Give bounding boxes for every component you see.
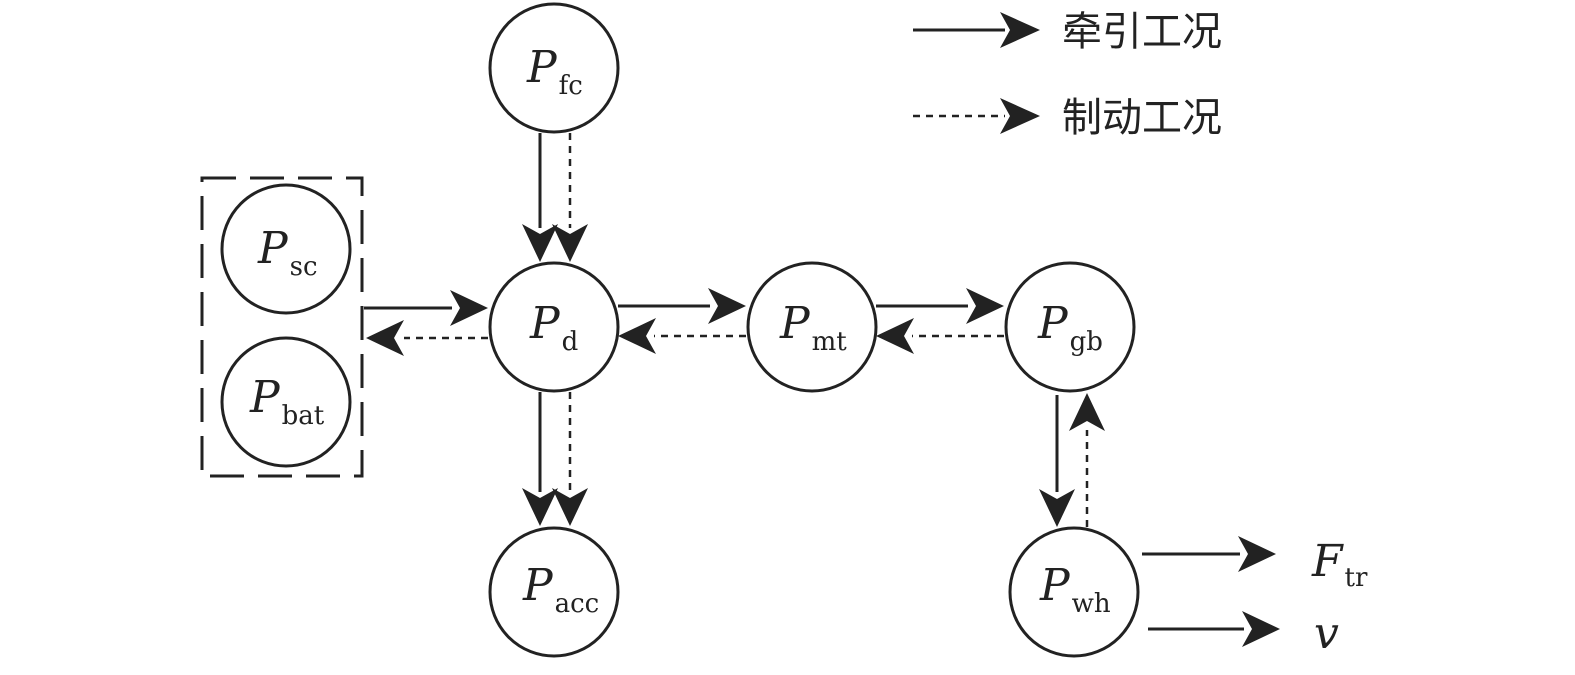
node-acc: Pacc xyxy=(488,526,620,658)
legend-braking-label: 制动工况 xyxy=(1062,95,1222,141)
storage-group-box xyxy=(200,176,364,478)
output-traction-force-label: Ftr xyxy=(1311,536,1368,593)
node-gb: Pgb xyxy=(1004,261,1136,393)
legend-traction-label: 牵引工况 xyxy=(1062,9,1222,55)
storage-to-d-arrowhead xyxy=(450,290,488,326)
mt-to-d-brake-arrowhead xyxy=(618,318,656,354)
mt-to-gb-arrowhead xyxy=(966,288,1004,324)
legend: 牵引工况 制动工况 xyxy=(913,9,1222,141)
output-velocity-label: v xyxy=(1314,608,1339,659)
svg-text:Pbat: Pbat xyxy=(249,372,325,431)
node-mt: Pmt xyxy=(746,261,878,393)
wh-to-ftr-arrowhead xyxy=(1238,536,1276,572)
wh-to-v-arrowhead xyxy=(1242,611,1280,647)
legend-dashed-arrowhead xyxy=(1000,98,1040,134)
legend-solid-arrowhead xyxy=(1000,12,1040,48)
d-to-mt-arrowhead xyxy=(708,288,746,324)
fc-to-d-brake-arrowhead xyxy=(552,224,588,262)
svg-text:Pmt: Pmt xyxy=(779,298,847,357)
svg-text:Pacc: Pacc xyxy=(522,560,599,619)
d-to-acc-brake-arrowhead xyxy=(552,488,588,526)
node-bat: Pbat xyxy=(220,336,352,468)
fc-to-d-arrowhead xyxy=(522,224,558,262)
d-to-acc-arrowhead xyxy=(522,488,558,526)
svg-text:Pfc: Pfc xyxy=(526,42,583,101)
gb-to-wh-arrowhead xyxy=(1039,489,1075,527)
d-to-storage-brake-arrowhead xyxy=(366,320,404,356)
node-wh: Pwh xyxy=(1008,526,1140,658)
wh-to-gb-brake-arrowhead xyxy=(1069,393,1105,431)
gb-to-mt-brake-arrowhead xyxy=(876,318,914,354)
node-fc: Pfc xyxy=(488,2,620,134)
svg-text:Pgb: Pgb xyxy=(1037,298,1103,357)
svg-text:Pwh: Pwh xyxy=(1039,560,1111,619)
node-d: Pd xyxy=(488,261,620,393)
node-sc: Psc xyxy=(220,183,352,315)
svg-text:Pd: Pd xyxy=(529,298,578,357)
svg-text:Psc: Psc xyxy=(257,223,318,282)
